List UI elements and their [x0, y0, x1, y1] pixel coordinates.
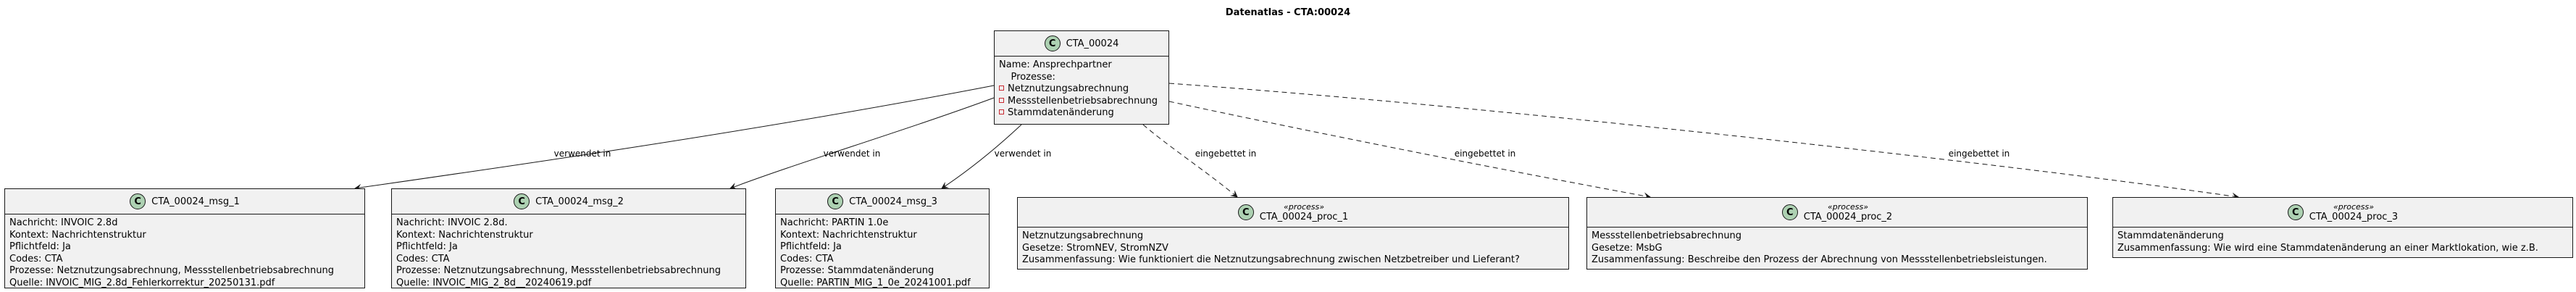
edge-proc-1: [1142, 124, 1238, 198]
field-row: Prozesse: Netznutzungsabrechnung, Messst…: [9, 265, 334, 276]
class-icon: C: [827, 193, 844, 209]
class-name: CTA_00024_msg_2: [535, 196, 624, 207]
stereotype-label: «process»: [1283, 201, 1325, 212]
field-row: Codes: CTA: [9, 253, 63, 264]
field-row: Messstellenbetriebsabrechnung: [999, 96, 1164, 108]
edge-label-msg-2: verwendet in: [823, 149, 881, 159]
edge-msg-1: [354, 85, 995, 191]
edge-label-msg-3: verwendet in: [994, 149, 1052, 159]
field-row: Kontext: Nachrichtenstruktur: [9, 229, 146, 241]
field-row: Pflichtfeld: Ja: [396, 241, 458, 252]
class-icon: C: [1044, 36, 1061, 51]
field-row: Pflichtfeld: Ja: [780, 241, 842, 252]
field-row: Prozesse: Netznutzungsabrechnung, Messst…: [396, 265, 721, 276]
class-msg-3[interactable]: C CTA_00024_msg_3 Nachricht: PARTIN 1.0e…: [775, 188, 990, 288]
class-main[interactable]: C CTA_00024 Name: Ansprechpartner Prozes…: [994, 30, 1169, 125]
field-row: Quelle: INVOIC_MIG_2_8d__20240619.pdf: [396, 277, 592, 288]
edge-label-proc-2: eingebettet in: [1454, 149, 1516, 159]
edge-proc-2: [1168, 101, 1651, 200]
class-proc-1[interactable]: C «process» CTA_00024_proc_1 Netznutzung…: [1017, 197, 1569, 270]
field-row: Nachricht: PARTIN 1.0e: [780, 217, 889, 228]
field-row: Quelle: INVOIC_MIG_2.8d_Fehlerkorrektur_…: [9, 277, 275, 288]
field-row: Stammdatenänderung: [999, 107, 1164, 120]
class-name: CTA_00024_msg_3: [849, 196, 937, 207]
field-row: Zusammenfassung: Wie funktioniert die Ne…: [1022, 254, 1520, 265]
edge-label-msg-1: verwendet in: [553, 149, 611, 159]
field-row: Prozesse: Stammdatenänderung: [780, 265, 934, 276]
class-proc-2[interactable]: C «process» CTA_00024_proc_2 Messstellen…: [1586, 197, 2088, 270]
field-row: Stammdatenänderung: [2117, 230, 2224, 241]
stereotype-label: «process»: [2333, 201, 2375, 212]
field-row: Codes: CTA: [780, 253, 834, 264]
class-icon: C: [130, 193, 146, 209]
edge-proc-3: [1168, 83, 2239, 200]
field-row: Quelle: PARTIN_MIG_1_0e_20241001.pdf: [780, 277, 971, 288]
field-row: Gesetze: StromNEV, StromNZV: [1022, 242, 1168, 254]
class-name: CTA_00024_msg_1: [151, 196, 240, 207]
field-row: Nachricht: INVOIC 2.8d: [9, 217, 118, 228]
private-marker-icon: [999, 85, 1004, 91]
class-name: CTA_00024: [1066, 38, 1119, 49]
field-row: Kontext: Nachrichtenstruktur: [396, 229, 533, 241]
field-row: Gesetze: MsbG: [1592, 242, 1663, 254]
class-name: CTA_00024_proc_2: [1803, 211, 1893, 222]
class-name: CTA_00024_proc_1: [1259, 211, 1349, 222]
field-row: Pflichtfeld: Ja: [9, 241, 71, 252]
edge-label-proc-1: eingebettet in: [1195, 149, 1257, 159]
edge-label-proc-3: eingebettet in: [1948, 149, 2010, 159]
class-proc-3[interactable]: C «process» CTA_00024_proc_3 Stammdatenä…: [2112, 197, 2573, 258]
class-icon: C: [1781, 204, 1798, 220]
field-row: Netznutzungsabrechnung: [1022, 230, 1144, 241]
field-row: Codes: CTA: [396, 253, 450, 264]
diagram-title: Datenatlas - CTA:00024: [1225, 7, 1351, 18]
private-marker-icon: [999, 109, 1004, 114]
edge-msg-2: [729, 97, 995, 190]
class-msg-1[interactable]: C CTA_00024_msg_1 Nachricht: INVOIC 2.8d…: [4, 188, 365, 288]
field-row: Messstellenbetriebsabrechnung: [1592, 230, 1742, 241]
field-row: Name: Ansprechpartner: [999, 59, 1112, 70]
field-row: Kontext: Nachrichtenstruktur: [780, 229, 917, 241]
field-row: Nachricht: INVOIC 2.8d.: [396, 217, 508, 228]
class-msg-2[interactable]: C CTA_00024_msg_2 Nachricht: INVOIC 2.8d…: [391, 188, 746, 288]
class-icon: C: [514, 193, 530, 209]
field-row: Prozesse:: [1011, 71, 1055, 83]
edge-msg-3: [941, 124, 1022, 189]
stereotype-label: «process»: [1827, 201, 1869, 212]
class-icon: C: [2287, 204, 2304, 220]
field-row: Zusammenfassung: Wie wird eine Stammdate…: [2117, 242, 2538, 254]
field-row: Netznutzungsabrechnung: [999, 83, 1164, 96]
private-marker-icon: [999, 97, 1004, 103]
field-row: Zusammenfassung: Beschreibe den Prozess …: [1592, 254, 2047, 265]
class-icon: C: [1237, 204, 1254, 220]
class-name: CTA_00024_proc_3: [2309, 211, 2399, 222]
